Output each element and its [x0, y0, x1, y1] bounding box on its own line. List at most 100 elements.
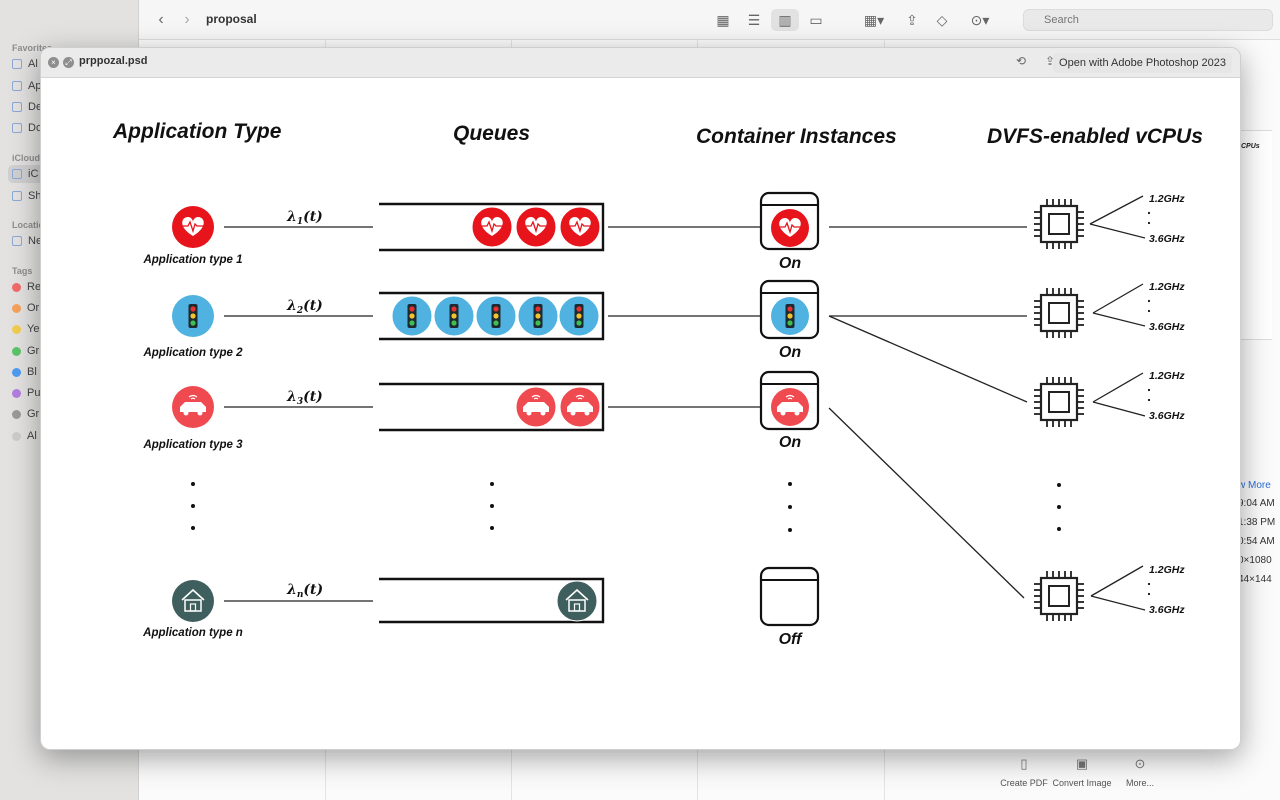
- freq-high-3: 1.2GHz: [1149, 370, 1185, 382]
- freq-low-n: 3.6GHz: [1149, 604, 1185, 616]
- sidebar-item-documents[interactable]: Do: [12, 119, 132, 137]
- tag-dot-icon: [12, 388, 21, 398]
- tag-dot-icon: [12, 324, 21, 334]
- gallery-view-icon[interactable]: ▭: [809, 11, 823, 28]
- fullscreen-icon[interactable]: ⤢: [63, 57, 74, 68]
- shared-folder-icon: [12, 191, 22, 201]
- container-2-item: [771, 297, 809, 335]
- container-3-item: [771, 388, 809, 426]
- close-icon[interactable]: ×: [48, 57, 59, 68]
- tag-icon[interactable]: ◇: [936, 11, 948, 28]
- ellipsis-dots: [191, 482, 1061, 532]
- sidebar-item-airdrop[interactable]: Al: [12, 55, 132, 73]
- back-chevron-icon[interactable]: ‹: [158, 11, 164, 28]
- cpu-chip-icon: [1032, 569, 1086, 623]
- sidebar-tag-blue[interactable]: Bl: [12, 363, 132, 381]
- desktop-icon: [12, 102, 22, 112]
- open-with-button[interactable]: Open with Adobe Photoshop 2023: [1053, 53, 1232, 73]
- column-view-icon[interactable]: ▥: [771, 9, 799, 31]
- list-view-icon[interactable]: ☰: [747, 11, 761, 28]
- rotate-icon[interactable]: ⟲: [1016, 54, 1027, 68]
- documents-icon: [12, 123, 22, 133]
- container-state-3: On: [779, 434, 801, 451]
- queue-2-items: [391, 295, 600, 337]
- more-icon: ⊙: [1134, 756, 1146, 771]
- forward-chevron-icon[interactable]: ›: [184, 11, 190, 28]
- container-n: [759, 566, 820, 627]
- meta-created: 9:04 AM: [1238, 498, 1275, 509]
- sidebar-tag-red[interactable]: Re: [12, 278, 132, 296]
- cpu-chip-icon: [1032, 197, 1086, 251]
- app-icon-car: [172, 386, 214, 428]
- quicklook-titlebar: × ⤢ prppozal.psd ⟲ ⇪ Open with Adobe Pho…: [41, 48, 1240, 78]
- finder-toolbar: ‹ › proposal ▦ ☰ ▥ ▭ ▦▾ ⇪ ◇ ⊙▾ ⌕: [139, 0, 1280, 40]
- rate-label-1: λ1(t): [286, 209, 323, 227]
- freq-high-n: 1.2GHz: [1149, 564, 1185, 576]
- tag-dot-icon: [12, 409, 21, 419]
- airdrop-icon: [12, 59, 22, 69]
- queue-3: [379, 382, 605, 432]
- sidebar-item-network[interactable]: Ne: [12, 232, 132, 250]
- app-label-n: Application type n: [142, 627, 243, 639]
- queue-n: [379, 577, 605, 624]
- sidebar-tag-gray[interactable]: Gr: [12, 405, 132, 423]
- cpu-chip-icon: [1032, 375, 1086, 429]
- meta-resolution: 44×144: [1238, 574, 1272, 585]
- freq-low-3: 3.6GHz: [1149, 410, 1185, 422]
- freq-low-2: 3.6GHz: [1149, 321, 1185, 333]
- meta-dimensions: 0×1080: [1238, 555, 1272, 566]
- tags-header: Tags: [12, 266, 33, 276]
- sidebar-item-desktop[interactable]: De: [12, 98, 132, 116]
- header-dvfs-vcpus: DVFS-enabled vCPUs: [987, 125, 1203, 148]
- quicklook-filename: prppozal.psd: [79, 55, 148, 67]
- preview-thumbnail: CPUs: [1238, 130, 1272, 340]
- app-label-2: Application type 2: [142, 347, 243, 359]
- icloud-header: iCloud: [12, 153, 40, 163]
- sidebar-item-applications[interactable]: Ap: [12, 77, 132, 95]
- queue-2: [379, 291, 605, 341]
- action-menu-icon[interactable]: ⊙▾: [970, 11, 990, 28]
- sidebar-tag-green[interactable]: Gr: [12, 342, 132, 360]
- app-icon-traffic-light: [172, 295, 214, 337]
- queue-1-items: [471, 206, 601, 248]
- header-queues: Queues: [453, 122, 530, 145]
- icon-view-icon[interactable]: ▦: [716, 11, 730, 28]
- quick-actions: ▯Create PDF ▣Convert Image ⊙More...: [990, 752, 1170, 800]
- network-icon: [12, 236, 22, 246]
- tag-dot-icon: [12, 303, 21, 313]
- create-pdf-button[interactable]: ▯Create PDF: [994, 752, 1054, 788]
- sidebar-item-shared[interactable]: Sh: [12, 187, 132, 205]
- group-by-icon[interactable]: ▦▾: [863, 11, 885, 28]
- show-more-link[interactable]: w More: [1238, 480, 1271, 491]
- architecture-diagram: Application Type Queues Container Instan…: [112, 120, 1203, 648]
- quicklook-window: × ⤢ prppozal.psd ⟲ ⇪ Open with Adobe Pho…: [40, 47, 1241, 750]
- cloud-icon: [12, 169, 22, 179]
- rate-label-2: λ2(t): [286, 298, 323, 316]
- share-icon[interactable]: ⇪: [1045, 54, 1056, 68]
- sidebar-tag-purple[interactable]: Pu: [12, 384, 132, 402]
- more-button[interactable]: ⊙More...: [1110, 752, 1170, 788]
- meta-modified: 1:38 PM: [1238, 517, 1276, 528]
- container-state-n: Off: [779, 631, 803, 648]
- sidebar-tag-yellow[interactable]: Ye: [12, 320, 132, 338]
- favorites-header: Favorites: [12, 43, 53, 53]
- app-icon-house: [172, 580, 214, 622]
- sidebar-tag-all[interactable]: Al: [12, 427, 132, 445]
- header-container-instances: Container Instances: [696, 125, 897, 148]
- share-icon[interactable]: ⇪: [906, 11, 918, 28]
- document-icon: ▯: [1020, 756, 1028, 771]
- preview-canvas: Application Type Queues Container Instan…: [45, 78, 1238, 746]
- sidebar-tag-orange[interactable]: Or: [12, 299, 132, 317]
- container-state-1: On: [779, 255, 801, 272]
- queue-n-items: [556, 580, 598, 622]
- convert-image-button[interactable]: ▣Convert Image: [1052, 756, 1112, 788]
- cpu-chip-icon: [1032, 286, 1086, 340]
- freq-low-1: 3.6GHz: [1149, 233, 1185, 245]
- meta-opened: 0:54 AM: [1238, 536, 1275, 547]
- convert-image-icon: ▣: [1075, 756, 1089, 771]
- app-icon-heart: [172, 206, 214, 248]
- search-input[interactable]: [1023, 9, 1273, 31]
- locations-header: Locations: [12, 220, 55, 230]
- container-state-2: On: [779, 344, 801, 361]
- rate-label-3: λ3(t): [286, 389, 323, 407]
